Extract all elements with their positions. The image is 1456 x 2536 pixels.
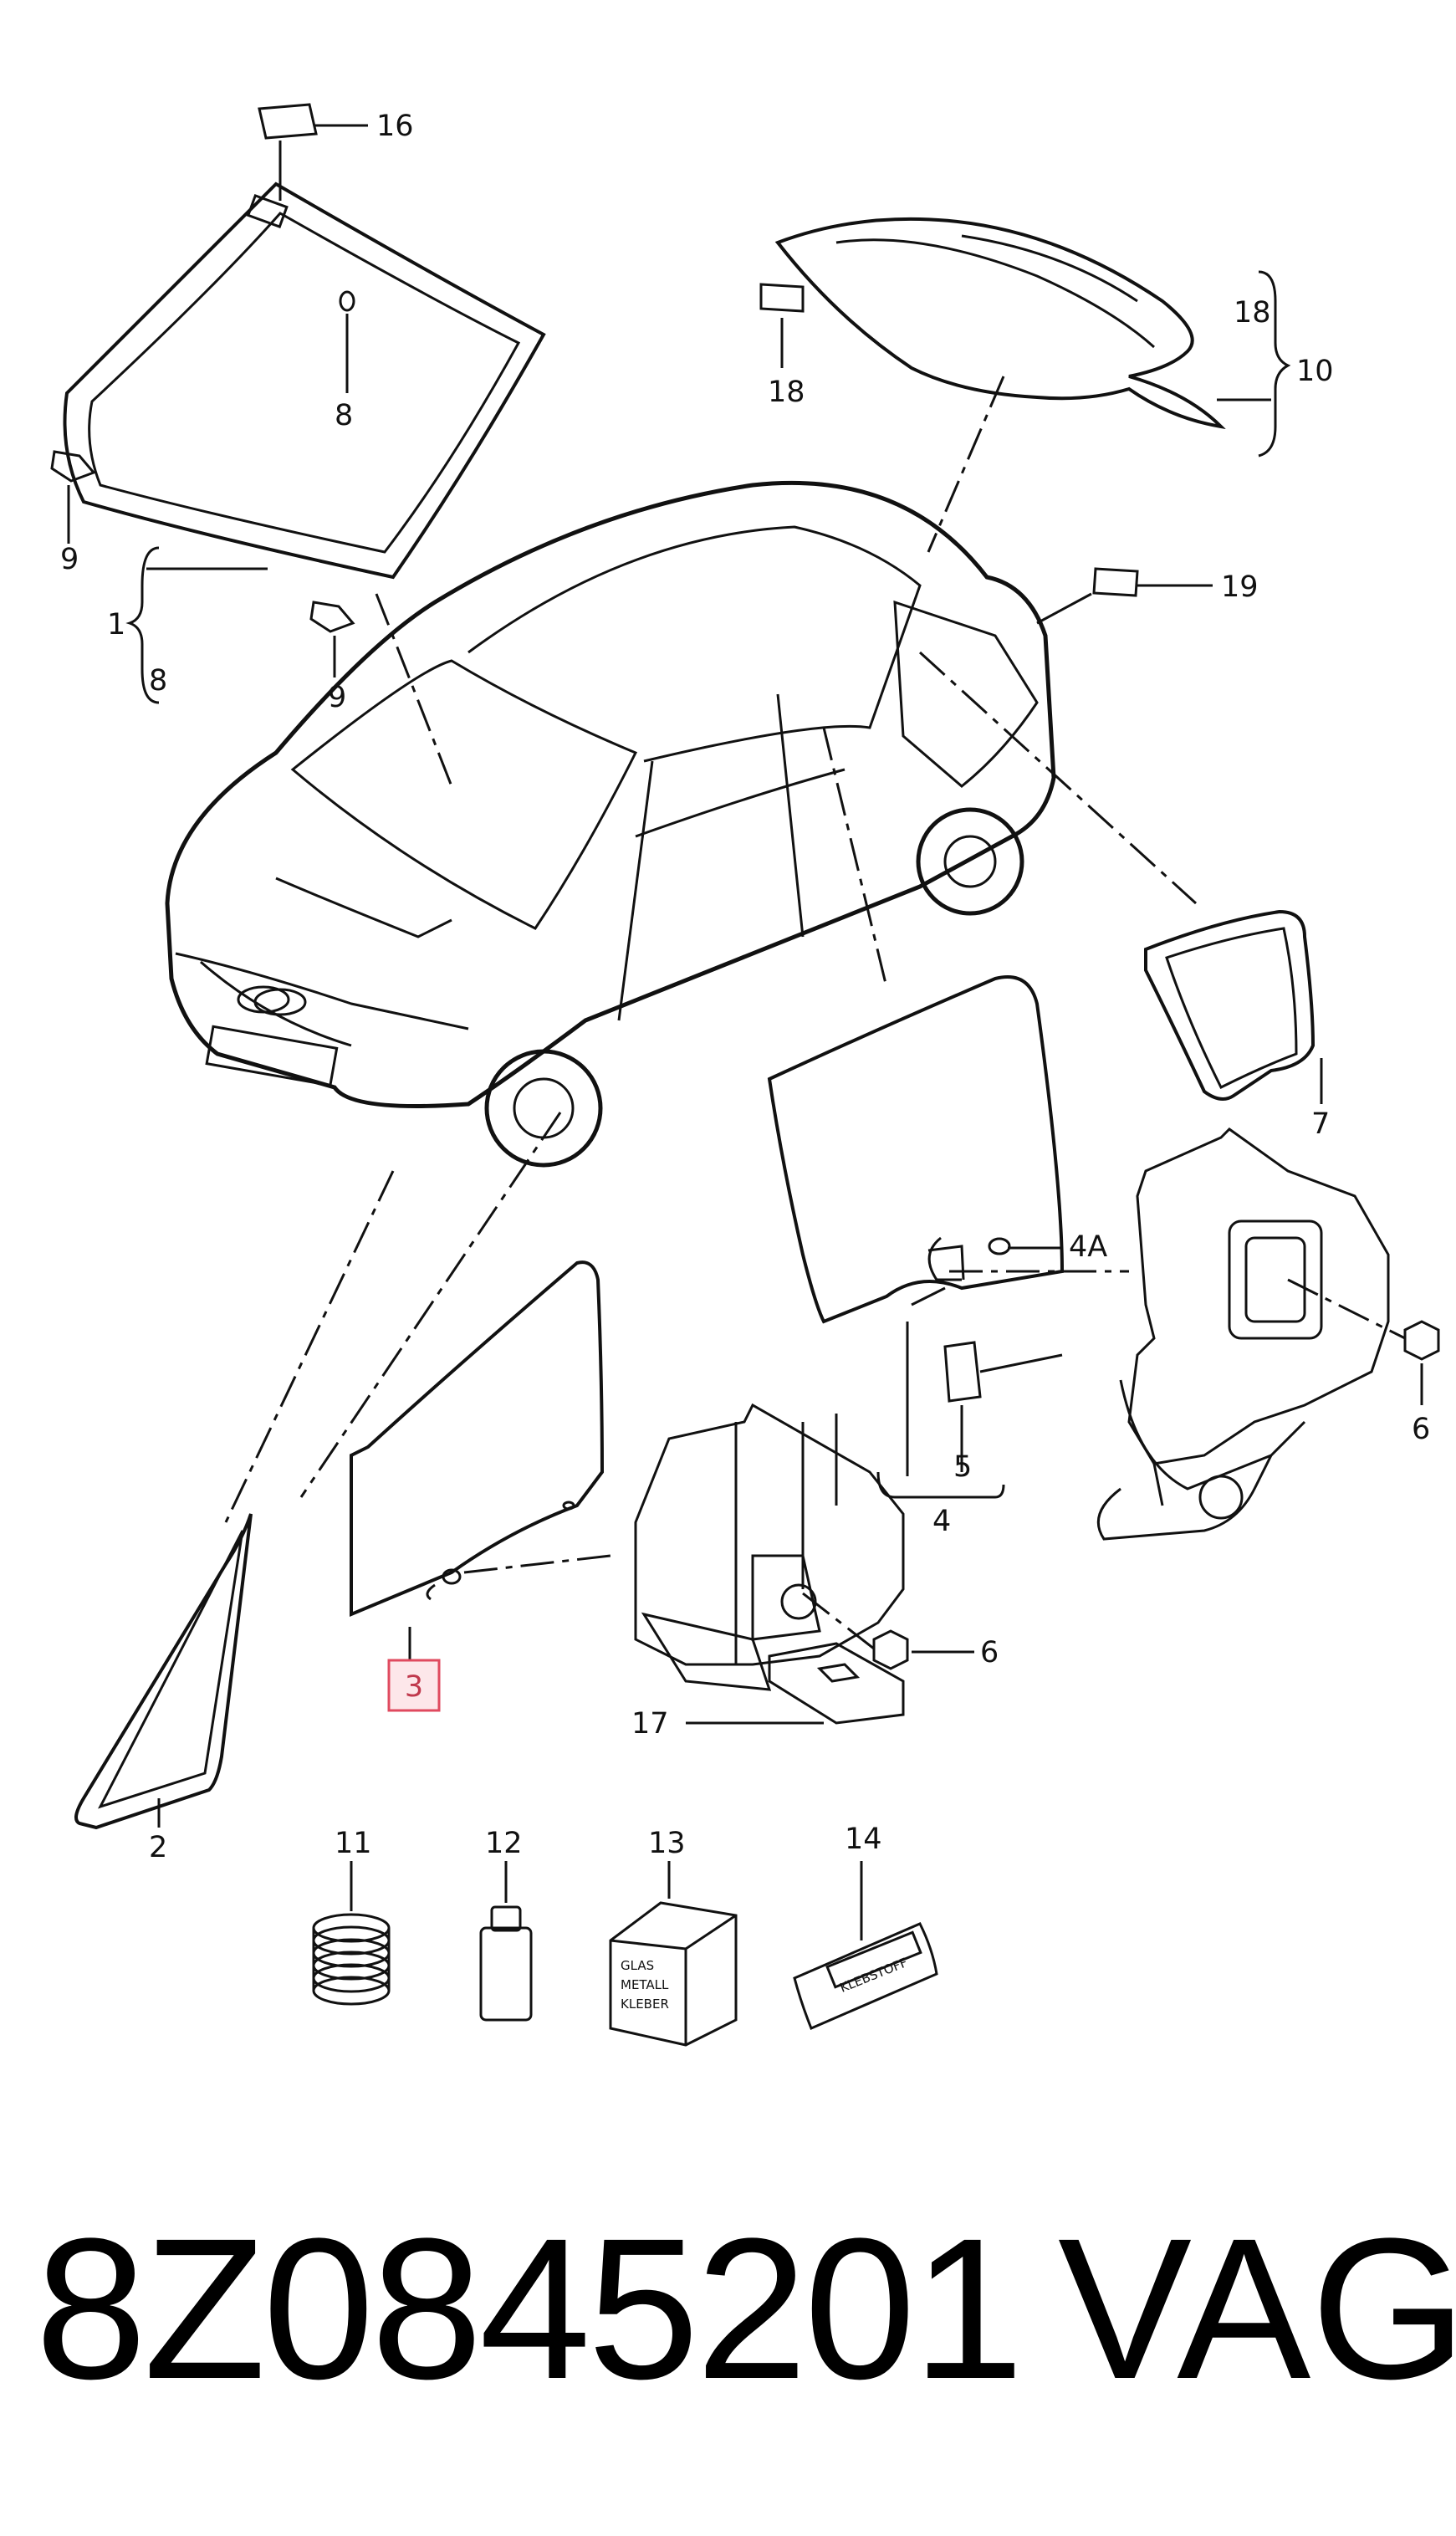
callout-17: 17: [631, 1707, 669, 1741]
adhesive-pack-14: KLEBSTOFF: [793, 1861, 938, 2030]
buffer-18: [759, 283, 805, 368]
callout-12: 12: [485, 1827, 523, 1860]
parts-diagram: 3: [50, 103, 1440, 2047]
callout-18-bracket: 18: [1234, 296, 1271, 330]
callout-18-top: 18: [768, 376, 805, 409]
callout-19: 19: [1221, 570, 1259, 604]
callout-3-label: 3: [405, 1670, 423, 1704]
bottle-12: [479, 1861, 533, 2022]
callout-14: 14: [845, 1823, 882, 1856]
box-text-3: KLEBER: [621, 1997, 669, 2012]
rear-quarter-glass: [1144, 909, 1323, 1104]
callout-9-mid: 9: [328, 681, 346, 714]
windscreen: [63, 182, 546, 580]
callout-9-left: 9: [60, 543, 79, 576]
box-13: GLAS METALL KLEBER: [609, 1861, 738, 2047]
callout-4: 4: [932, 1505, 951, 1538]
front-regulator: [634, 1403, 905, 1691]
callout-2: 2: [149, 1831, 167, 1864]
box-text-2: METALL: [621, 1977, 669, 1992]
callout-5: 5: [953, 1450, 972, 1484]
sensor-16: [258, 103, 368, 201]
bracket-17: [686, 1642, 905, 1725]
brand-label: VAG: [1058, 2196, 1456, 2421]
part-number: 8Z0845201: [35, 2196, 1024, 2421]
callout-11: 11: [335, 1827, 372, 1860]
rear-window: [774, 217, 1226, 430]
callout-6-mid: 6: [980, 1636, 999, 1669]
car-body: [165, 480, 1056, 1168]
callout-4a: 4A: [1069, 1230, 1107, 1264]
callout-13: 13: [648, 1827, 686, 1860]
callout-1: 1: [107, 608, 125, 642]
bolt-6-right: [1287, 1278, 1440, 1405]
clip-5: [943, 1341, 1063, 1472]
box-text-1: GLAS: [621, 1958, 654, 1973]
front-door-glass: [350, 1260, 611, 1660]
callout-16: 16: [376, 110, 414, 143]
buffer-19: [1036, 567, 1213, 625]
front-quarter-glass: [74, 1513, 253, 1830]
callout-3-highlight[interactable]: 3: [387, 1659, 441, 1712]
rear-door-glass: [767, 975, 1129, 1324]
clip-9-mid: [309, 601, 355, 677]
callout-labels: 16 8 9 1 8 9 18 18 10 19 7 4A 6 5 4 6 17…: [60, 110, 1430, 1864]
callout-7: 7: [1311, 1107, 1330, 1141]
callout-10: 10: [1296, 355, 1334, 388]
callout-8-top: 8: [335, 399, 353, 432]
bolt-6-mid: [802, 1592, 974, 1670]
callout-6-right: 6: [1412, 1413, 1430, 1446]
tape-rolls-11: [312, 1861, 391, 2006]
rear-regulator: [1096, 1127, 1390, 1541]
clip-9-left: [50, 450, 96, 544]
callout-8-bracket: 8: [149, 664, 167, 698]
